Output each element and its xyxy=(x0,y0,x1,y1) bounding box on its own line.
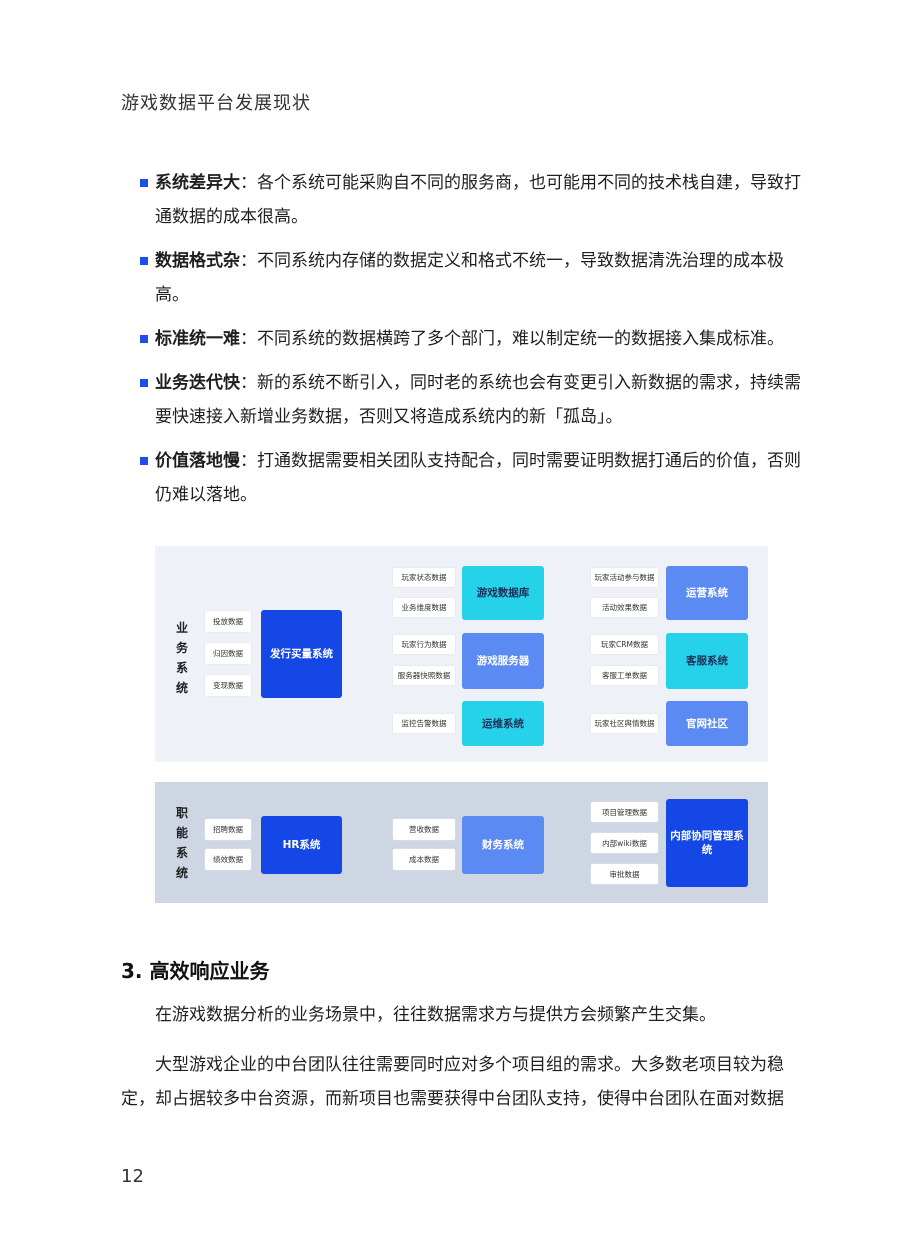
bullet-separator: ： xyxy=(240,373,257,393)
bullet-text: 新的系统不断引入，同时老的系统也会有变更引入新数据的需求，持续需要快速接入新增业… xyxy=(155,373,801,427)
square-bullet-icon xyxy=(140,179,148,187)
publish-system-box: 发行买量系统 xyxy=(261,610,342,698)
square-bullet-icon xyxy=(140,457,148,465)
bullet-term: 数据格式杂 xyxy=(155,251,240,271)
game-server-box: 游戏服务器 xyxy=(462,633,544,689)
data-chip: 项目管理数据 xyxy=(591,802,658,822)
list-item: 价值落地慢：打通数据需要相关团队支持配合，同时需要证明数据打通后的价值，否则仍难… xyxy=(140,444,810,512)
paragraph: 在游戏数据分析的业务场景中，往往数据需求方与提供方会频繁产生交集。 xyxy=(155,1005,716,1025)
data-chip: 招聘数据 xyxy=(205,819,251,840)
data-chip: 成本数据 xyxy=(393,849,455,870)
data-chip: 审批数据 xyxy=(591,864,658,884)
ops-system-box: 运维系统 xyxy=(462,701,544,746)
bullet-term: 系统差异大 xyxy=(155,173,240,193)
label-char: 能 xyxy=(175,826,188,840)
bullet-separator: ： xyxy=(240,251,257,271)
list-item: 系统差异大：各个系统可能采购自不同的服务商，也可能用不同的技术栈自建，导致打通数… xyxy=(140,166,810,234)
data-chip: 玩家行为数据 xyxy=(393,635,455,654)
bullet-text: 各个系统可能采购自不同的服务商，也可能用不同的技术栈自建，导致打通数据的成本很高… xyxy=(155,173,801,227)
data-chip: 客服工单数据 xyxy=(591,666,658,685)
data-chip: 业务维度数据 xyxy=(393,598,455,617)
data-chip: 监控告警数据 xyxy=(393,714,455,733)
label-char: 系 xyxy=(175,846,188,860)
bullet-term: 标准统一难 xyxy=(155,329,240,349)
label-char: 职 xyxy=(175,806,188,820)
bullet-separator: ： xyxy=(240,173,257,193)
bullet-text: 打通数据需要相关团队支持配合，同时需要证明数据打通后的价值，否则仍难以落地。 xyxy=(155,451,801,505)
challenge-list: 系统差异大：各个系统可能采购自不同的服务商，也可能用不同的技术栈自建，导致打通数… xyxy=(140,166,810,522)
label-char: 务 xyxy=(175,641,188,655)
data-chip: 玩家CRM数据 xyxy=(591,635,658,654)
bullet-separator: ： xyxy=(240,451,257,471)
list-item: 数据格式杂：不同系统内存储的数据定义和格式不统一，导致数据清洗治理的成本极高。 xyxy=(140,244,810,312)
business-systems-panel: 业 务 系 统 投放数据 归因数据 变现数据 发行买量系统 玩家状态数据 业务维… xyxy=(155,546,768,762)
bullet-term: 价值落地慢 xyxy=(155,451,240,471)
customer-service-box: 客服系统 xyxy=(666,633,748,689)
data-chip: 玩家活动参与数据 xyxy=(591,568,658,587)
data-chip: 营收数据 xyxy=(393,819,455,840)
data-chip: 服务器快照数据 xyxy=(393,666,455,685)
label-char: 统 xyxy=(175,681,188,695)
functional-systems-panel: 职 能 系 统 招聘数据 绩效数据 HR系统 营收数据 成本数据 财务系统 项目… xyxy=(155,782,768,903)
square-bullet-icon xyxy=(140,379,148,387)
paragraph: 定，却占据较多中台资源，而新项目也需要获得中台团队支持，使得中台团队在面对数据 xyxy=(121,1089,784,1109)
bullet-text: 不同系统的数据横跨了多个部门，难以制定统一的数据接入集成标准。 xyxy=(257,329,784,349)
page-number: 12 xyxy=(121,1166,144,1187)
data-chip: 变现数据 xyxy=(205,675,251,696)
paragraph: 大型游戏企业的中台团队往往需要同时应对多个项目组的需求。大多数老项目较为稳 xyxy=(155,1055,784,1075)
bullet-separator: ： xyxy=(240,329,257,349)
label-char: 统 xyxy=(175,866,188,880)
data-chip: 归因数据 xyxy=(205,643,251,664)
functional-systems-label: 职 能 系 统 xyxy=(174,803,190,883)
game-database-box: 游戏数据库 xyxy=(462,566,544,620)
collaboration-system-box: 内部协同管理系统 xyxy=(666,799,748,887)
finance-system-box: 财务系统 xyxy=(462,816,544,874)
operation-system-box: 运营系统 xyxy=(666,566,748,620)
list-item: 业务迭代快：新的系统不断引入，同时老的系统也会有变更引入新数据的需求，持续需要快… xyxy=(140,366,810,434)
data-chip: 玩家状态数据 xyxy=(393,568,455,587)
bullet-term: 业务迭代快 xyxy=(155,373,240,393)
list-item: 标准统一难：不同系统的数据横跨了多个部门，难以制定统一的数据接入集成标准。 xyxy=(140,322,810,356)
running-header: 游戏数据平台发展现状 xyxy=(121,93,311,114)
data-chip: 投放数据 xyxy=(205,611,251,632)
label-char: 业 xyxy=(175,621,188,635)
data-chip: 玩家社区舆情数据 xyxy=(591,714,658,733)
official-community-box: 官网社区 xyxy=(666,701,748,746)
data-chip: 内部wiki数据 xyxy=(591,833,658,853)
bullet-text: 不同系统内存储的数据定义和格式不统一，导致数据清洗治理的成本极高。 xyxy=(155,251,784,305)
data-chip: 活动效果数据 xyxy=(591,598,658,617)
hr-system-box: HR系统 xyxy=(261,816,342,874)
data-chip: 绩效数据 xyxy=(205,849,251,870)
square-bullet-icon xyxy=(140,257,148,265)
label-char: 系 xyxy=(175,661,188,675)
section-title: 3. 高效响应业务 xyxy=(121,959,270,983)
square-bullet-icon xyxy=(140,335,148,343)
business-systems-label: 业 务 系 统 xyxy=(174,618,190,698)
